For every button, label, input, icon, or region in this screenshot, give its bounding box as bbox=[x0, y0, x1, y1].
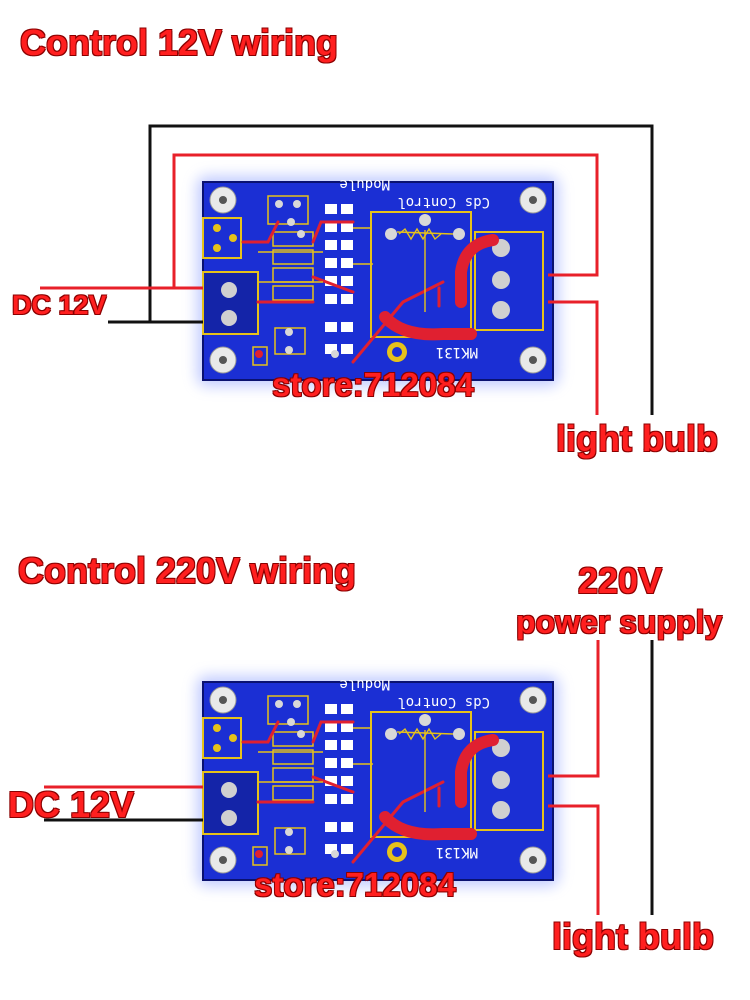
bottom-silk-module: Module bbox=[339, 676, 390, 692]
bottom-dc-label: DC 12V bbox=[8, 784, 135, 825]
bottom-store-label: store:712084 bbox=[254, 866, 456, 903]
top-pcb-board bbox=[197, 176, 559, 386]
top-silk-cds: Cds Control bbox=[397, 194, 490, 210]
top-bulb-wire bbox=[548, 300, 599, 415]
bottom-pcb-board bbox=[197, 676, 559, 886]
top-silk-model: MK131 bbox=[436, 344, 478, 360]
bottom-title: Control 220V wiring bbox=[18, 550, 357, 591]
top-store-label: store:712084 bbox=[272, 366, 474, 403]
bottom-wires bbox=[44, 640, 654, 915]
top-red-wire bbox=[172, 153, 599, 288]
bottom-silk-cds: Cds Control bbox=[397, 694, 490, 710]
top-wires bbox=[40, 124, 654, 415]
bottom-supply-red-wire bbox=[548, 640, 600, 778]
top-bulb-label: light bulb bbox=[556, 418, 718, 459]
top-title: Control 12V wiring bbox=[20, 22, 339, 63]
bottom-supply-label-1: 220V bbox=[578, 560, 663, 601]
top-black-wire bbox=[148, 124, 654, 415]
bottom-supply-label-2: power supply bbox=[516, 604, 723, 640]
bottom-bulb-label: light bulb bbox=[552, 916, 714, 957]
bottom-silk-model: MK131 bbox=[436, 844, 478, 860]
top-dc-label: DC 12V bbox=[12, 290, 107, 320]
top-silk-module: Module bbox=[339, 176, 390, 192]
bottom-bulb-red-wire bbox=[548, 804, 600, 915]
